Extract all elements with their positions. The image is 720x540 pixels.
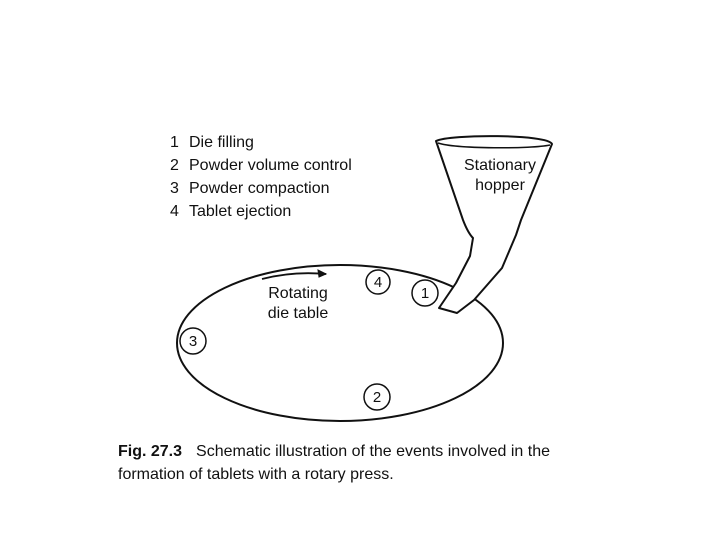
legend-item-number: 3 (170, 180, 179, 197)
legend-item-number: 2 (170, 157, 179, 174)
hopper-label-line1: Stationary (463, 157, 537, 174)
legend-item-text: Die filling (189, 134, 254, 151)
hopper-rim-line (437, 142, 551, 149)
die-table-label-line1: Rotating (268, 285, 328, 302)
station-marker-3-label: 3 (189, 333, 197, 350)
legend-item-text: Powder volume control (189, 157, 352, 174)
station-marker-3: 3 (179, 327, 207, 355)
station-marker-2-label: 2 (373, 389, 381, 406)
hopper-label: Stationary hopper (440, 156, 560, 196)
legend-item-text: Powder compaction (189, 180, 330, 197)
die-table-ellipse (176, 264, 504, 422)
legend-item: 4 Tablet ejection (170, 200, 352, 223)
rotation-arrowhead (317, 269, 328, 278)
station-marker-4-label: 4 (374, 274, 382, 291)
legend-item: 2 Powder volume control (170, 154, 352, 177)
legend-item-number: 4 (170, 203, 179, 220)
die-table-label-line2: die table (267, 305, 329, 322)
die-table-label: Rotating die table (250, 284, 346, 324)
station-marker-1: 1 (411, 279, 439, 307)
figure-caption-label: Fig. 27.3 (118, 443, 183, 460)
station-marker-2: 2 (363, 383, 391, 411)
hopper-funnel (435, 135, 553, 314)
events-legend: 1 Die filling 2 Powder volume control 3 Pow… (170, 131, 352, 223)
station-marker-1-label: 1 (421, 285, 429, 302)
legend-item: 3 Powder compaction (170, 177, 352, 200)
figure-caption-text: Schematic illustration of the events inv… (118, 443, 550, 483)
legend-item-number: 1 (170, 134, 179, 151)
rotation-arrow (261, 272, 327, 280)
legend-item: 1 Die filling (170, 131, 352, 154)
station-marker-4: 4 (365, 269, 391, 295)
hopper-label-line2: hopper (475, 177, 525, 194)
legend-item-text: Tablet ejection (189, 203, 292, 220)
